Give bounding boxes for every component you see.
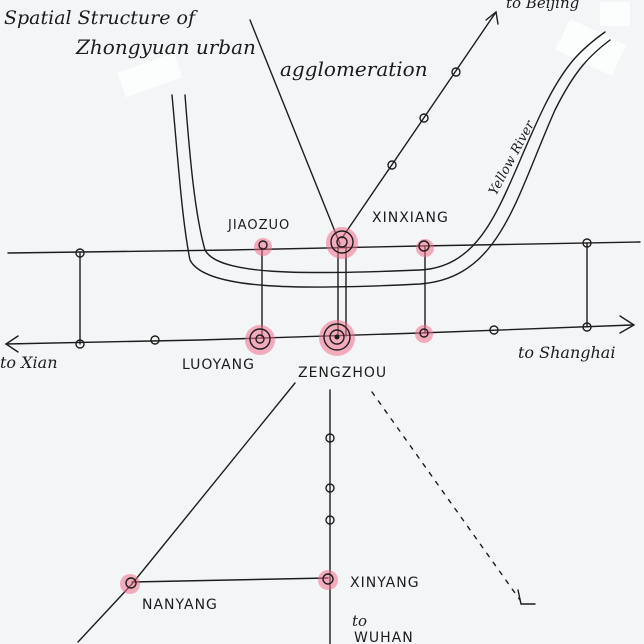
node-core — [334, 334, 340, 340]
label-jiaozuo: JIAOZUO — [227, 218, 290, 233]
node-ring-outer — [323, 323, 351, 351]
node-ring-outer — [249, 328, 271, 350]
stop-node — [419, 113, 429, 123]
small-stop-nodes — [75, 67, 592, 525]
highlight-dot — [416, 239, 434, 257]
node-ring-outer — [330, 230, 354, 254]
label-zhengzhou: ZENGZHOU — [298, 365, 387, 381]
label-xinxiang: XINXIANG — [372, 210, 449, 226]
lower-corridor-line — [5, 324, 633, 345]
arrow-north-east — [485, 10, 499, 25]
stop-node — [489, 325, 499, 335]
tape-right — [555, 18, 627, 76]
yellow-river-label: Yellow River — [486, 118, 538, 198]
arrow-south-east — [517, 589, 536, 605]
node-ring — [125, 577, 137, 589]
node-ring-mid — [329, 329, 345, 345]
node-ring — [419, 328, 429, 338]
highlight-dot — [318, 570, 338, 590]
highlight-dot — [120, 574, 140, 594]
stop-node — [325, 515, 335, 525]
label-to-shanghai: to Shanghai — [518, 343, 615, 362]
title-line-3: agglomeration — [280, 57, 428, 81]
city-node-nanyang — [120, 574, 140, 594]
tape-top — [600, 2, 630, 26]
node-ring — [418, 240, 430, 252]
node-ring — [322, 573, 334, 585]
city-node-east — [415, 325, 433, 343]
label-to-xian: to Xian — [0, 353, 58, 372]
stop-node — [75, 248, 85, 258]
stop-node — [582, 322, 592, 332]
stop-node — [387, 160, 397, 170]
city-node-luoyang — [245, 325, 275, 355]
stop-node — [325, 483, 335, 493]
yellow-river-bank-inner — [184, 31, 606, 274]
highlight-dot — [254, 238, 272, 256]
stop-node — [150, 335, 160, 345]
label-to-wuhan-prefix: to — [352, 612, 367, 630]
label-wuhan: WUHAN — [354, 630, 414, 644]
label-xinyang: XINYANG — [350, 575, 420, 591]
arrow-west — [4, 335, 19, 353]
highlight-dot — [415, 325, 433, 343]
title-line-2: Zhongyuan urban — [75, 35, 256, 59]
city-node-xinyang — [318, 570, 338, 590]
city-node-center-north — [326, 227, 358, 259]
stop-node — [451, 67, 461, 77]
stop-node — [325, 433, 335, 443]
node-ring-inner — [336, 236, 348, 248]
stop-node — [582, 238, 592, 248]
arrow-east — [619, 315, 636, 334]
city-node-xinxiang — [416, 239, 434, 257]
node-ring-inner — [255, 334, 265, 344]
city-node-zhengzhou — [319, 320, 355, 356]
title-line-1: Spatial Structure of — [4, 7, 198, 29]
link-nanyang-xinyang — [131, 577, 329, 583]
axis-north-west — [249, 19, 341, 245]
tape-left — [117, 52, 183, 98]
label-luoyang: LUOYANG — [182, 357, 255, 373]
upper-corridor-line — [7, 241, 641, 254]
axis-north-east — [341, 11, 497, 239]
stop-node — [75, 339, 85, 349]
node-ring — [258, 240, 268, 250]
dashed-south-east — [371, 391, 521, 601]
label-to-beijing: to Beijing — [506, 0, 579, 12]
label-nanyang: NANYANG — [142, 597, 218, 613]
yellow-river-bank-outer — [171, 39, 611, 288]
city-node-jiaozuo — [254, 238, 272, 256]
